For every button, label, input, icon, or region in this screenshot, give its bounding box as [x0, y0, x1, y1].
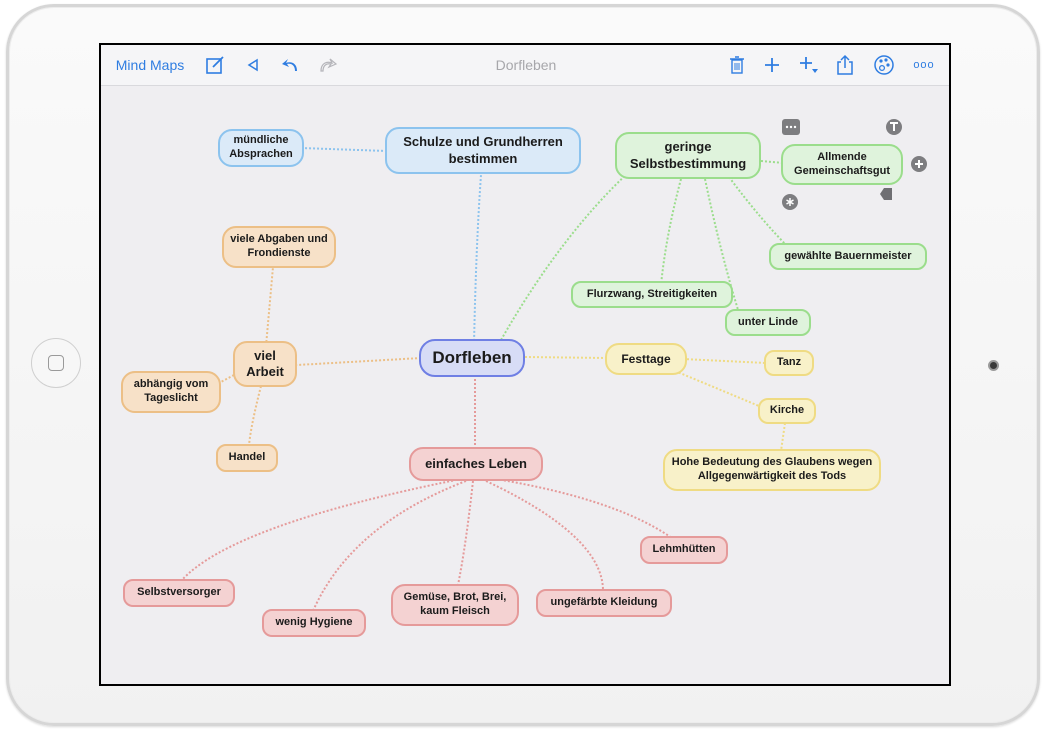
more-dots-icon[interactable] — [782, 119, 800, 135]
connection-lines — [180, 147, 792, 612]
back-triangle-icon[interactable] — [242, 45, 264, 85]
undo-icon[interactable] — [277, 45, 303, 85]
node-hygiene[interactable]: wenig Hygiene — [262, 609, 366, 637]
node-festtage[interactable]: Festtage — [605, 343, 687, 375]
node-geringe[interactable]: geringe Selbstbestimmung — [615, 132, 761, 179]
node-glaube[interactable]: Hohe Bedeutung des Glaubens wegen Allgeg… — [663, 449, 881, 491]
home-button[interactable] — [31, 338, 81, 388]
palette-icon[interactable] — [871, 45, 897, 85]
toolbar: Mind Maps Dorfleben — [101, 45, 949, 86]
link-center-geringe — [500, 169, 632, 341]
node-bauernmeister[interactable]: gewählte Bauernmeister — [769, 243, 927, 270]
home-square-icon — [48, 355, 64, 371]
node-abgaben[interactable]: viele Abgaben und Frondienste — [222, 226, 336, 268]
document-title: Dorfleben — [495, 57, 557, 73]
node-center-dorfleben[interactable]: Dorfleben — [419, 339, 525, 377]
redo-icon[interactable] — [315, 45, 341, 85]
node-kleidung[interactable]: ungefärbte Kleidung — [536, 589, 672, 617]
node-allmende[interactable]: Allmende Gemeinschaftsgut — [781, 144, 903, 185]
node-tageslicht[interactable]: abhängig vom Tageslicht — [121, 371, 221, 413]
mind-maps-label: Mind Maps — [115, 57, 185, 73]
link-einfach-gemuese — [457, 480, 474, 586]
trash-icon[interactable] — [725, 45, 749, 85]
link-einfach-hygiene — [312, 480, 467, 612]
link-festtage-tanz — [682, 358, 767, 364]
node-lehm[interactable]: Lehmhütten — [640, 536, 728, 564]
link-arbeit-handel — [248, 385, 262, 446]
node-kirche[interactable]: Kirche — [758, 398, 816, 424]
link-schulze-muendliche — [300, 147, 388, 152]
ipad-screen: Mind Maps Dorfleben — [99, 43, 951, 686]
asterisk-icon[interactable] — [782, 194, 798, 210]
node-linde[interactable]: unter Linde — [725, 309, 811, 336]
edit-icon[interactable] — [202, 45, 228, 85]
link-einfach-selbst — [180, 478, 462, 582]
tag-icon[interactable] — [880, 188, 894, 200]
node-selbst[interactable]: Selbstversorger — [123, 579, 235, 607]
link-einfach-kleidung — [485, 480, 604, 590]
node-arbeit[interactable]: viel Arbeit — [233, 341, 297, 387]
add-circle-icon[interactable] — [911, 156, 927, 172]
link-geringe-linde — [704, 178, 740, 314]
text-format-icon[interactable] — [886, 119, 902, 135]
link-center-festtage — [524, 356, 608, 359]
more-icon[interactable]: ooo — [909, 45, 939, 85]
node-schulze[interactable]: Schulze und Grundherren bestimmen — [385, 127, 581, 174]
add-child-icon[interactable] — [795, 45, 821, 85]
add-icon[interactable] — [759, 45, 785, 85]
link-arbeit-abgaben — [265, 266, 274, 347]
link-arbeit-tageslicht — [218, 374, 235, 384]
link-center-arbeit — [296, 357, 422, 366]
link-einfach-lehm — [495, 478, 677, 542]
node-gemuese[interactable]: Gemüse, Brot, Brei, kaum Fleisch — [391, 584, 519, 626]
link-geringe-bauern — [728, 176, 792, 251]
mind-maps-button[interactable]: Mind Maps — [113, 45, 187, 85]
link-geringe-flurzwang — [660, 178, 682, 286]
node-handel[interactable]: Handel — [216, 444, 278, 472]
node-einfach[interactable]: einfaches Leben — [409, 447, 543, 481]
node-muendliche[interactable]: mündliche Absprachen — [218, 129, 304, 167]
node-flurzwang[interactable]: Flurzwang, Streitigkeiten — [571, 281, 733, 308]
link-center-schulze — [473, 174, 482, 346]
mind-map-app: Mind Maps Dorfleben — [101, 45, 949, 684]
more-label: ooo — [913, 59, 935, 71]
node-tanz[interactable]: Tanz — [764, 350, 814, 376]
front-camera — [988, 360, 999, 371]
share-icon[interactable] — [832, 45, 858, 85]
link-festtage-kirche — [674, 370, 767, 410]
link-kirche-glaube — [780, 422, 786, 452]
